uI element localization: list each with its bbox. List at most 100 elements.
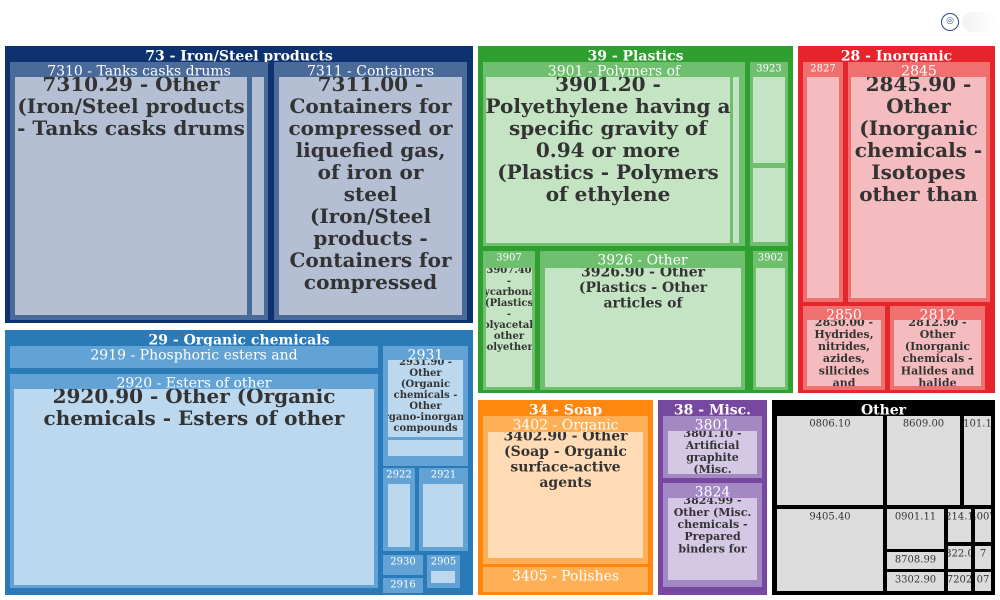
leaf-2827-0 <box>807 77 839 298</box>
subgroup-3923: 3923 <box>750 62 788 246</box>
subgroup-label-2931: 2931 <box>408 348 444 364</box>
subgroup-label-3901: 3901 - Polymers of <box>548 64 682 80</box>
subgroup-label-7310: 7310 - Tanks casks drums <box>47 64 231 80</box>
subgroup-3405: 3405 - Polishes <box>483 567 648 592</box>
subgroup-label-2812: 2812 <box>920 308 956 324</box>
leaf-8 <box>975 546 991 569</box>
subgroup-label-2920: 2920 - Esters of other <box>116 376 271 392</box>
leaf-7310-0 <box>15 77 247 315</box>
subgroup-block-2930 <box>383 555 423 575</box>
group-label-misc: 38 - Misc. <box>674 403 751 419</box>
subgroup-label-2916: 2916 <box>390 580 415 591</box>
leaf-label-1: 8609.00 <box>903 419 944 430</box>
leaf-label-2850-0: 2850.00 -Hydrides,nitrides,azides,silici… <box>814 316 873 402</box>
subgroup-label-2827: 2827 <box>810 64 835 75</box>
subgroup-2930: 2930 <box>383 555 423 575</box>
leaf-3 <box>777 509 883 591</box>
leaf-2931-1 <box>388 440 463 456</box>
leaf-2905-0 <box>431 571 455 583</box>
group-label-plastics: 39 - Plastics <box>587 49 683 65</box>
subgroup-block-3405 <box>483 567 648 592</box>
leaf-3901-1 <box>733 77 739 243</box>
leaf-label-9: 8708.99 <box>895 555 936 566</box>
leaf-label-2: 7101.10 <box>957 419 998 430</box>
leaf-2845-0 <box>851 77 986 298</box>
subgroup-label-3405: 3405 - Polishes <box>512 569 619 585</box>
leaf-label-7310-0: 7310.29 - Other(Iron/Steel products- Tan… <box>17 72 245 140</box>
leaf-6 <box>975 509 991 542</box>
group-label-other: Other <box>861 403 907 419</box>
leaf-label-12: 07 <box>977 575 990 586</box>
subgroup-label-2919: 2919 - Phosphoric esters and <box>90 348 297 364</box>
leaf-3824-0 <box>668 498 757 580</box>
group-label-iron: 73 - Iron/Steel products <box>145 49 333 65</box>
subgroup-2827: 2827 <box>803 62 843 302</box>
subgroup-label-2930: 2930 <box>390 557 415 568</box>
subgroup-2919: 2919 - Phosphoric esters and <box>10 346 378 368</box>
leaf-label-4: 0901.11 <box>895 512 936 523</box>
leaf-5 <box>948 509 971 542</box>
subgroup-label-3902: 3902 <box>758 253 783 264</box>
subgroup-block-2916 <box>383 578 423 593</box>
leaf-2 <box>964 416 991 505</box>
leaf-label-3: 9405.40 <box>809 512 850 523</box>
subgroup-label-3801: 3801 <box>695 418 731 434</box>
subgroup-label-2845: 2845 <box>901 64 937 80</box>
subgroup-3902: 3902 <box>753 251 788 390</box>
subgroup-label-2921: 2921 <box>431 470 456 481</box>
leaf-3901-0 <box>486 77 730 243</box>
leaf-2922-0 <box>388 484 410 547</box>
toolbar-fade <box>962 12 998 32</box>
group-label-organic: 29 - Organic chemicals <box>149 333 330 349</box>
leaf-3923-0 <box>753 77 785 163</box>
leaf-9 <box>887 552 944 569</box>
leaf-label-8: 7 <box>980 549 986 560</box>
leaf-label-3907-0: 3907.40-Polycarbonates(Plastics-Polyacet… <box>466 265 552 353</box>
leaf-label-10: 3302.90 <box>895 575 936 586</box>
subgroup-block-2919 <box>10 346 378 368</box>
leaf-label-7: 3822.00 <box>939 549 980 560</box>
subgroup-label-2850: 2850 <box>826 308 862 324</box>
subgroup-2921: 2921 <box>419 468 468 551</box>
leaf-3801-0 <box>668 431 757 474</box>
subgroup-label-3824: 3824 <box>695 485 731 501</box>
group-label-inorganic: 28 - Inorganic <box>841 49 952 65</box>
leaf-3923-1 <box>753 168 785 242</box>
subgroup-label-2922: 2922 <box>386 470 411 481</box>
leaf-label-3824-0: 3824.99 -Other (Misc.chemicals -Prepared… <box>674 494 752 555</box>
subgroup-label-3907: 3907 <box>496 253 521 264</box>
leaf-3902-0 <box>756 268 785 387</box>
leaf-7 <box>948 546 971 569</box>
subgroup-2922: 2922 <box>383 468 415 551</box>
leaf-2812-0 <box>894 320 981 386</box>
subgroup-3907: 39073907.40-Polycarbonates(Plastics-Poly… <box>466 251 552 390</box>
subgroup-2905: 2905 <box>427 555 460 588</box>
leaf-12 <box>975 572 991 591</box>
camera-icon[interactable]: ◎ <box>941 13 959 31</box>
subgroup-label-3926: 3926 - Other <box>597 253 688 269</box>
subgroup-label-3923: 3923 <box>756 64 781 75</box>
leaf-0 <box>777 416 883 505</box>
